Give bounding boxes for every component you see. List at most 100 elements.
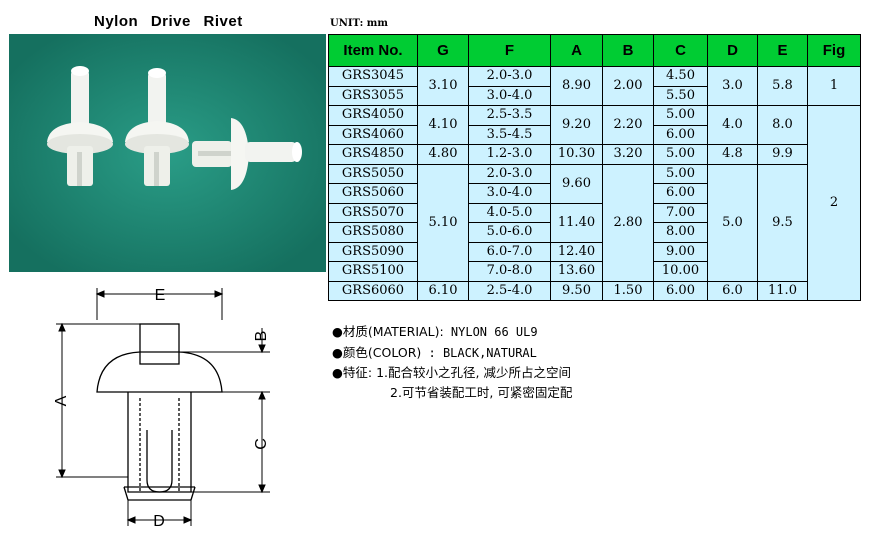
- c-cell: 8.00: [653, 222, 708, 243]
- material-value: NYLON 66 UL9: [443, 325, 538, 339]
- dimension-c: [191, 392, 270, 494]
- dimension-e: [95, 288, 224, 320]
- item-no-cell: GRS3045: [328, 66, 418, 87]
- a-cell: 8.90: [550, 66, 603, 106]
- table-row: GRS4050 4.10 2.5-3.5 9.20 2.20 5.00 4.0 …: [328, 105, 861, 301]
- c-cell: 4.50: [653, 66, 708, 87]
- c-cell: 7.00: [653, 202, 708, 223]
- feature-1: 1.配合较小之孔径, 减少所占之空间: [372, 365, 571, 380]
- f-cell: 2.5-3.5: [468, 105, 551, 126]
- table-row: GRS3045 3.10 2.0-3.0 8.90 2.00 4.50 3.0 …: [328, 66, 861, 106]
- unit-label: UNIT: mm: [330, 18, 388, 29]
- item-no-cell: GRS4060: [328, 124, 418, 145]
- d-cell: 4.8: [707, 144, 758, 165]
- table-row: GRS3055 3.0-4.0 5.50: [328, 85, 861, 106]
- table-row: GRS5060 3.0-4.0 6.00: [328, 183, 861, 204]
- header-fig: Fig: [807, 34, 861, 67]
- d-cell: 5.0: [707, 163, 758, 282]
- dimension-a: [56, 322, 140, 479]
- a-cell: 9.50: [550, 280, 603, 301]
- g-cell: 3.10: [417, 66, 469, 106]
- material-label: ●材质(MATERIAL):: [332, 324, 444, 339]
- dimension-b: [179, 328, 270, 408]
- f-cell: 6.0-7.0: [468, 241, 551, 262]
- header-b: B: [602, 34, 654, 67]
- color-label: ●颜色(COLOR): [332, 344, 422, 360]
- item-no-cell: GRS5090: [328, 241, 418, 262]
- e-cell: 9.5: [757, 163, 808, 282]
- c-cell: 10.00: [653, 261, 708, 282]
- label-a: A: [53, 395, 70, 406]
- header-e: E: [757, 34, 808, 67]
- c-cell: 6.00: [653, 280, 708, 301]
- c-cell: 5.00: [653, 163, 708, 184]
- item-no-cell: GRS5100: [328, 261, 418, 282]
- f-cell: 4.0-5.0: [468, 202, 551, 223]
- g-cell: 6.10: [417, 280, 469, 301]
- note-feature-2: 2.可节省装配工时, 可紧密固定配: [332, 383, 572, 403]
- label-b: B: [253, 331, 270, 342]
- e-cell: 8.0: [757, 105, 808, 145]
- c-cell: 5.00: [653, 105, 708, 126]
- item-no-cell: GRS6060: [328, 280, 418, 301]
- a-cell: 9.60: [550, 163, 603, 204]
- f-cell: 2.5-4.0: [468, 280, 551, 301]
- e-cell: 5.8: [757, 66, 808, 106]
- item-no-cell: GRS4050: [328, 105, 418, 126]
- b-cell: 3.20: [602, 144, 654, 165]
- note-feature: ●特征: 1.配合较小之孔径, 减少所占之空间: [332, 363, 572, 383]
- table-row: GRS5090 6.0-7.0 12.40 9.00: [328, 241, 861, 262]
- e-cell: 9.9: [757, 144, 808, 165]
- header-d: D: [707, 34, 758, 67]
- g-cell: 4.10: [417, 105, 469, 145]
- header-item-no: Item No.: [328, 34, 418, 67]
- a-cell: 10.30: [550, 144, 603, 165]
- c-cell: 5.00: [653, 144, 708, 165]
- feature-label: ●特征:: [332, 365, 373, 380]
- table-row: GRS5050 5.10 2.0-3.0 9.60 2.80 5.00 5.0 …: [328, 163, 861, 282]
- rivet-photo-1: [47, 66, 113, 186]
- technical-drawing: E A: [40, 280, 290, 530]
- label-e: E: [155, 287, 166, 304]
- product-photo: [9, 34, 326, 272]
- f-cell: 2.0-3.0: [468, 163, 551, 184]
- d-cell: 6.0: [707, 280, 758, 301]
- c-cell: 5.50: [653, 85, 708, 106]
- a-cell: 9.20: [550, 105, 603, 145]
- a-cell: 11.40: [550, 202, 603, 243]
- fig-cell: 1: [807, 66, 861, 106]
- b-cell: 2.00: [602, 66, 654, 106]
- table-row: GRS4060 3.5-4.5 6.00: [328, 124, 861, 145]
- d-cell: 3.0: [707, 66, 758, 106]
- label-c: C: [253, 438, 270, 450]
- rivet-photo-2: [125, 68, 189, 186]
- spec-table: Item No. G F A B C D E Fig GRS3045 3.10 …: [328, 34, 861, 301]
- spec-notes: ●材质(MATERIAL): NYLON 66 UL9 ●颜色(COLOR) :…: [332, 322, 572, 402]
- label-d: D: [153, 513, 165, 530]
- e-cell: 11.0: [757, 280, 808, 301]
- f-cell: 7.0-8.0: [468, 261, 551, 282]
- f-cell: 5.0-6.0: [468, 222, 551, 243]
- f-cell: 3.5-4.5: [468, 124, 551, 145]
- b-cell: 2.20: [602, 105, 654, 145]
- f-cell: 1.2-3.0: [468, 144, 551, 165]
- item-no-cell: GRS4850: [328, 144, 418, 165]
- header-f: F: [468, 34, 551, 67]
- f-cell: 3.0-4.0: [468, 85, 551, 106]
- f-cell: 3.0-4.0: [468, 183, 551, 204]
- note-color: ●颜色(COLOR) : BLACK,NATURAL: [332, 343, 572, 364]
- b-cell: 2.80: [602, 163, 654, 282]
- table-row: GRS6060 6.10 2.5-4.0 9.50 1.50 6.00 6.0 …: [328, 280, 861, 301]
- a-cell: 12.40: [550, 241, 603, 262]
- table-row: GRS5100 7.0-8.0 13.60 10.00: [328, 261, 861, 282]
- feature-2: 2.可节省装配工时, 可紧密固定配: [390, 384, 573, 400]
- b-cell: 1.50: [602, 280, 654, 301]
- header-c: C: [653, 34, 708, 67]
- item-no-cell: GRS5080: [328, 222, 418, 243]
- item-no-cell: GRS5050: [328, 163, 418, 184]
- rivet-outline: [96, 323, 223, 501]
- fig-cell: 2: [807, 105, 861, 301]
- c-cell: 9.00: [653, 241, 708, 262]
- d-cell: 4.0: [707, 105, 758, 145]
- g-cell: 4.80: [417, 144, 469, 165]
